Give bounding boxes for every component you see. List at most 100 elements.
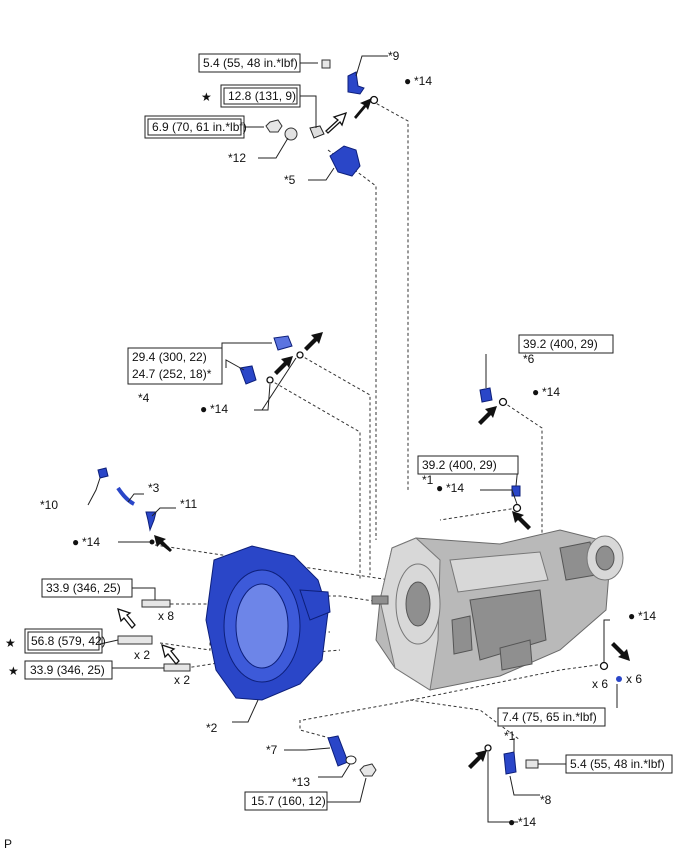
callout-9: *9 xyxy=(388,49,400,63)
callout-5: *5 xyxy=(284,173,296,187)
arrows xyxy=(117,98,630,769)
callout-11: *11 xyxy=(180,497,197,511)
part-11 xyxy=(145,511,157,532)
part-3 xyxy=(116,486,135,506)
part-12 xyxy=(284,127,298,141)
torque-boxes: 5.4 (55, 48 in.*lbf) 12.8 (131, 9) 6.9 (… xyxy=(24,53,673,811)
torque-33-9-b: 33.9 (346, 25) xyxy=(24,660,113,680)
converter-housing xyxy=(205,545,331,701)
part-9 xyxy=(347,71,365,95)
callout-14-r: *14 xyxy=(638,609,656,623)
svg-text:5.4 (55, 48 in.*lbf): 5.4 (55, 48 in.*lbf) xyxy=(203,56,298,70)
torque-12-8: 12.8 (131, 9) xyxy=(220,84,301,108)
svg-text:5.4 (55, 48 in.*lbf): 5.4 (55, 48 in.*lbf) xyxy=(570,757,665,771)
bullet-14-bot: ● xyxy=(508,815,515,829)
bullet-14-c: ● xyxy=(436,481,443,495)
part-5 xyxy=(329,145,361,177)
torque-5-4-bottom: 5.4 (55, 48 in.*lbf) xyxy=(565,754,673,774)
o-ring-center xyxy=(512,503,522,513)
qty-x2-a: x 2 xyxy=(134,648,150,662)
arrow-top xyxy=(354,98,372,119)
callout-14-top: *14 xyxy=(414,74,432,88)
arrow-11 xyxy=(154,535,172,552)
callout-1-a: *1 xyxy=(422,473,434,487)
callout-4: *4 xyxy=(138,391,150,405)
arrow-outline-56-8 xyxy=(117,608,136,629)
part-right-small xyxy=(616,676,622,682)
plug-6 xyxy=(479,387,493,403)
callout-labels: *9 ● *14 *12 *5 *6 ● *14 *4 ● *14 *1 ● *… xyxy=(40,49,656,829)
bolt-8 xyxy=(525,759,539,769)
svg-text:15.7 (160, 12): 15.7 (160, 12) xyxy=(251,794,326,808)
bolt-33-9-b xyxy=(163,663,191,672)
svg-text:24.7 (252, 18)*: 24.7 (252, 18)* xyxy=(132,367,212,381)
bullet-14-r: ● xyxy=(628,609,635,623)
star-marks: ★ ★ ★ xyxy=(5,90,212,678)
arrow-outline-12-8 xyxy=(325,111,348,134)
quantity-labels: x 8 x 2 x 2 x 6 x 6 xyxy=(134,609,642,691)
o-ring-4b xyxy=(266,376,274,384)
torque-29-4-24-7: 29.4 (300, 22) 24.7 (252, 18)* xyxy=(127,347,223,385)
callout-13: *13 xyxy=(292,775,310,789)
qty-x8: x 8 xyxy=(158,609,174,623)
part-7 xyxy=(327,735,349,767)
callout-1-b: *1 xyxy=(504,729,516,743)
torque-56-8: 56.8 (579, 42) xyxy=(24,628,106,654)
bullet-14-6: ● xyxy=(532,385,539,399)
small-parts xyxy=(97,59,622,777)
svg-text:39.2 (400, 29): 39.2 (400, 29) xyxy=(422,458,497,472)
arrow-center xyxy=(512,511,531,530)
star-56-8: ★ xyxy=(5,636,16,650)
arrow-4a xyxy=(304,332,323,351)
star-33-9: ★ xyxy=(8,664,19,678)
washer-13 xyxy=(345,755,357,765)
arrow-6 xyxy=(478,406,497,425)
callout-7: *7 xyxy=(266,743,278,757)
leader-lines xyxy=(87,55,618,823)
nut-15-7 xyxy=(359,763,377,777)
arrow-right xyxy=(611,642,630,661)
callout-12: *12 xyxy=(228,151,246,165)
callout-14-l: *14 xyxy=(82,535,100,549)
footer-code: P xyxy=(4,837,12,851)
arrow-4b xyxy=(274,356,293,375)
svg-text:39.2 (400, 29): 39.2 (400, 29) xyxy=(523,337,598,351)
callout-2: *2 xyxy=(206,721,218,735)
callout-3: *3 xyxy=(148,481,160,495)
fitting-4a xyxy=(273,335,293,351)
svg-text:7.4 (75, 65 in.*lbf): 7.4 (75, 65 in.*lbf) xyxy=(502,710,597,724)
bolt-9 xyxy=(321,59,331,69)
part-8 xyxy=(503,751,517,775)
plug-12-8 xyxy=(309,125,325,139)
o-ring-9 xyxy=(369,95,379,105)
callout-14-bot: *14 xyxy=(518,815,536,829)
fitting-4b xyxy=(239,365,257,385)
o-ring-bottom xyxy=(484,744,492,752)
svg-text:29.4 (300, 22): 29.4 (300, 22) xyxy=(132,350,207,364)
svg-text:56.8 (579, 42): 56.8 (579, 42) xyxy=(31,634,106,648)
callout-6: *6 xyxy=(523,352,535,366)
callout-14-6: *14 xyxy=(542,385,560,399)
arrow-bottom xyxy=(468,750,487,769)
o-ring-6 xyxy=(498,397,508,407)
svg-text:33.9 (346, 25): 33.9 (346, 25) xyxy=(46,581,121,595)
qty-x6-b: x 6 xyxy=(626,672,642,686)
o-ring-4a xyxy=(296,351,304,359)
bullet-14-top: ● xyxy=(404,74,411,88)
part-10 xyxy=(97,467,109,479)
callout-8: *8 xyxy=(540,793,552,807)
bullet-14-4: ● xyxy=(200,402,207,416)
torque-6-9: 6.9 (70, 61 in.*lbf) xyxy=(144,115,247,139)
torque-39-2-a: 39.2 (400, 29) xyxy=(518,334,614,354)
torque-39-2-b: 39.2 (400, 29) xyxy=(417,455,519,475)
svg-text:12.8 (131, 9): 12.8 (131, 9) xyxy=(228,89,296,103)
qty-x6-a: x 6 xyxy=(592,677,608,691)
o-ring-right xyxy=(599,661,609,671)
o-ring-11 xyxy=(149,539,155,545)
svg-text:33.9 (346, 25): 33.9 (346, 25) xyxy=(30,663,105,677)
svg-text:6.9 (70, 61 in.*lbf): 6.9 (70, 61 in.*lbf) xyxy=(152,120,247,134)
arrow-outline-33-9 xyxy=(161,644,180,665)
transmission-case xyxy=(371,529,624,691)
bullet-14-l: ● xyxy=(72,535,79,549)
nut-6-9 xyxy=(265,119,283,133)
